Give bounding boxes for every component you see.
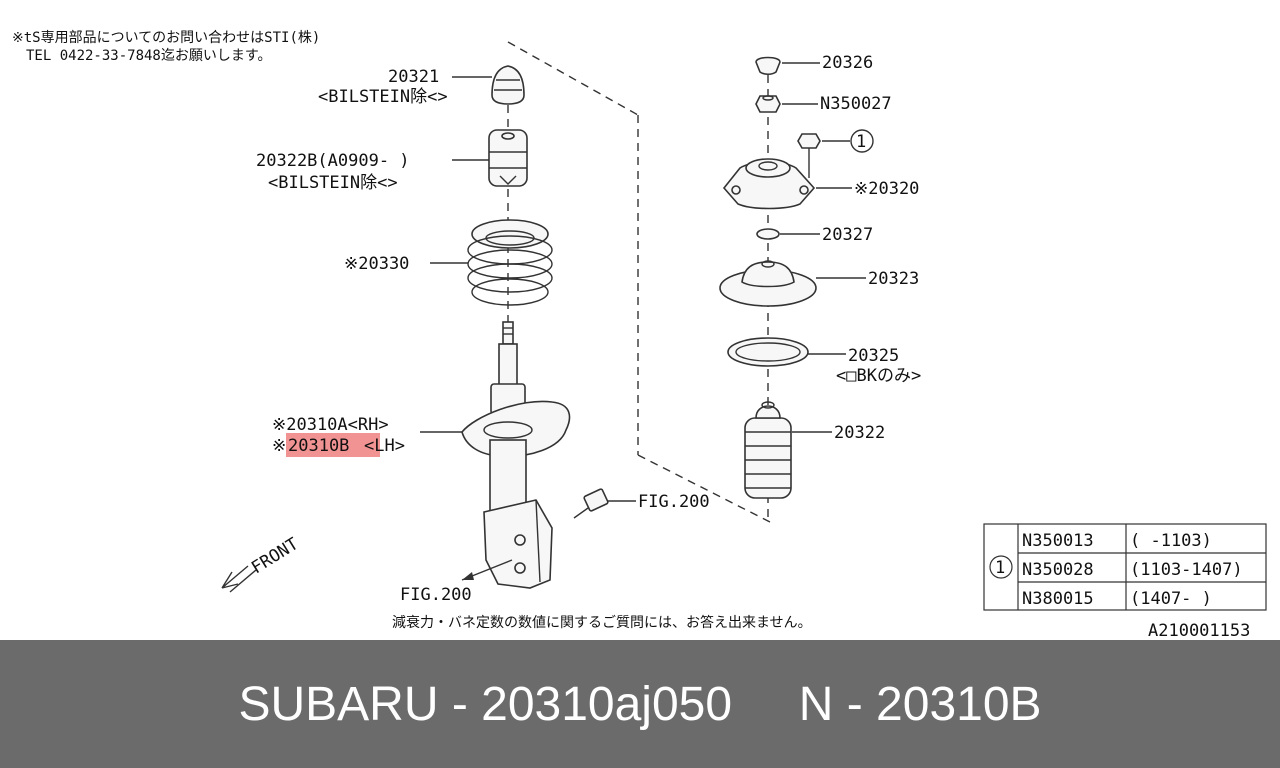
- nut-n350027[interactable]: [755, 95, 781, 113]
- table-row-part: N350028: [1022, 560, 1094, 580]
- parts-diagram: ※tS専用部品についてのお問い合わせはSTI(株) TEL 0422-33-78…: [12, 30, 1267, 640]
- label-20322b-note: <BILSTEIN除<>: [268, 173, 398, 193]
- label-20322b: 20322B(A0909- ): [256, 151, 410, 171]
- label-fig200-bolt[interactable]: FIG.200: [638, 492, 710, 512]
- label-n350027: N350027: [820, 94, 892, 114]
- coil-spring-20330[interactable]: [467, 219, 553, 306]
- label-20310b-mark: ※: [272, 436, 286, 456]
- label-20321-note: <BILSTEIN除<>: [318, 87, 448, 107]
- washer-20327[interactable]: [756, 228, 780, 240]
- front-arrow-icon: [221, 565, 257, 593]
- nut-callout-1[interactable]: [797, 133, 821, 178]
- label-20330: ※20330: [344, 254, 409, 274]
- label-20325: 20325: [848, 346, 899, 366]
- cap-20326[interactable]: [755, 56, 781, 76]
- part-number-title: SUBARU - 20310aj050 N - 20310B: [238, 677, 1042, 731]
- sti-phone-note: TEL 0422-33-7848迄お願いします。: [26, 48, 271, 64]
- label-20321: 20321: [388, 67, 439, 87]
- label-20323: 20323: [868, 269, 919, 289]
- dashed-group-outline: [507, 41, 771, 523]
- strut-mount-20320[interactable]: [722, 158, 816, 210]
- label-front: FRONT: [248, 534, 302, 578]
- table-key-circle: [989, 555, 1013, 579]
- bolt-fig200[interactable]: [573, 488, 609, 519]
- knuckle-arrow-head: [462, 572, 474, 580]
- dust-boot-20322[interactable]: [744, 401, 792, 499]
- sti-contact-note: ※tS専用部品についてのお問い合わせはSTI(株): [12, 30, 320, 46]
- disclaimer-note: 減衰力・バネ定数の数値に関するご質問には、お答え出来ません。: [392, 614, 812, 631]
- label-20327: 20327: [822, 225, 873, 245]
- label-20325-note: <□BKのみ>: [836, 366, 921, 386]
- figure-code: A210001153: [1148, 621, 1250, 640]
- table-row-range: (1407- ): [1130, 589, 1212, 609]
- table-row-range: (1103-1407): [1130, 560, 1243, 580]
- label-20322: 20322: [834, 423, 885, 443]
- label-fig200-knuckle[interactable]: FIG.200: [400, 585, 472, 605]
- label-20326: 20326: [822, 53, 873, 73]
- table-key: 1: [995, 558, 1005, 578]
- label-20320: ※20320: [854, 179, 919, 199]
- highlight-20310b: [286, 433, 380, 457]
- bump-stopper-20321[interactable]: [491, 65, 525, 105]
- strut-assembly-20310[interactable]: [461, 321, 571, 589]
- rubber-seat-20325[interactable]: [727, 337, 809, 367]
- table-row-range: ( -1103): [1130, 531, 1212, 551]
- label-20310b-side: <LH>: [364, 436, 405, 456]
- stopper-20322b[interactable]: [488, 129, 528, 187]
- table-row-part: N350013: [1022, 531, 1094, 551]
- label-callout-1: 1: [856, 132, 866, 152]
- label-20310b: 20310B: [288, 436, 349, 456]
- callout-1-circle: [850, 129, 874, 153]
- footer-banner: SUBARU - 20310aj050 N - 20310B: [0, 640, 1280, 768]
- spring-seat-20323[interactable]: [719, 260, 817, 307]
- label-20310a: ※20310A<RH>: [272, 415, 389, 435]
- table-row-part: N380015: [1022, 589, 1094, 609]
- variant-table: 1 N350013 ( -1103) N350028 (1103-1407) N…: [983, 523, 1267, 611]
